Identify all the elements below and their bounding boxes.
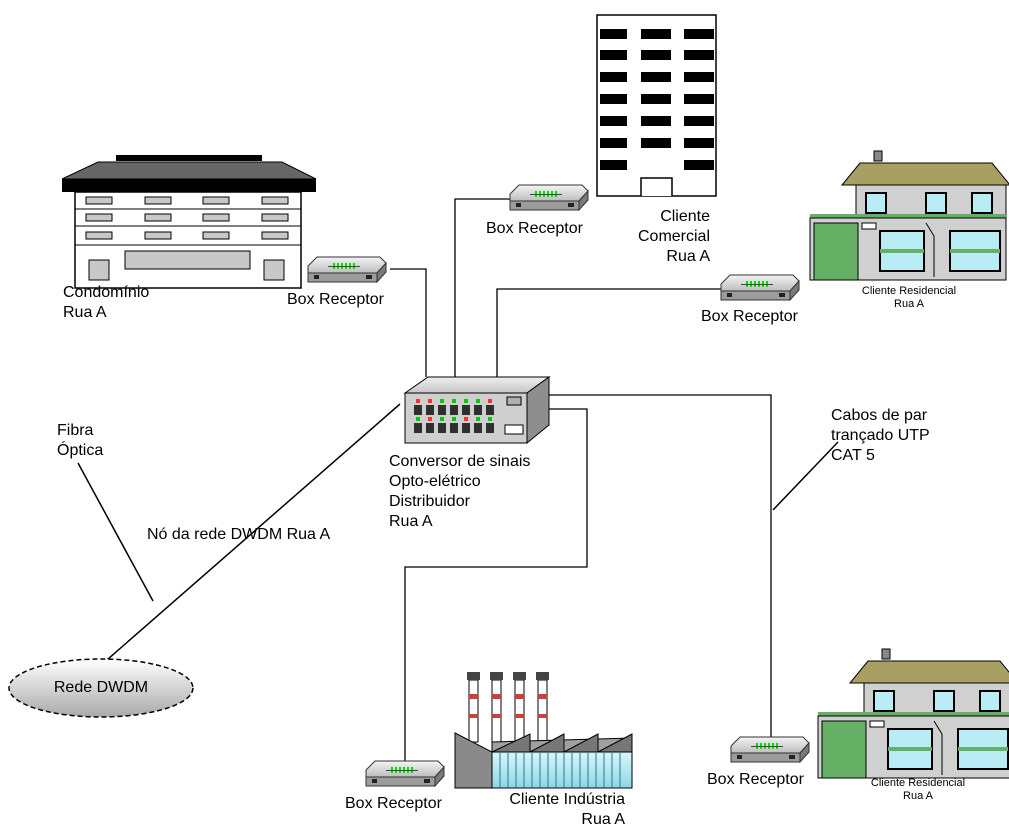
label-box-receptor-residencial-1: Box Receptor xyxy=(701,308,798,325)
residential-house-icon-2 xyxy=(817,648,1009,779)
label-conversor: Conversor de sinais Opto-elétrico Distri… xyxy=(389,453,531,530)
box-receptor-icon-comercial xyxy=(509,184,589,211)
label-box-receptor-comercial: Box Receptor xyxy=(486,220,583,237)
label-condominio: Condomínio Rua A xyxy=(63,284,150,321)
label-box-receptor-residencial-2: Box Receptor xyxy=(707,771,804,788)
label-cliente-residencial-2: Cliente Residencial Rua A xyxy=(870,777,966,802)
factory-icon xyxy=(454,672,633,789)
label-rede-dwdm: Rede DWDM xyxy=(53,679,149,696)
box-receptor-icon-condominio xyxy=(307,256,387,283)
connection-lines xyxy=(390,198,772,766)
box-receptor-icon-industria xyxy=(365,760,445,787)
condominium-building-icon xyxy=(61,155,317,289)
box-receptor-icon-residencial-1 xyxy=(720,274,800,301)
commercial-building-icon xyxy=(596,14,717,197)
label-cliente-industria: Cliente Indústria Rua A xyxy=(509,791,625,828)
label-fibra-optica: Fibra Óptica xyxy=(57,422,104,459)
residential-house-icon-1 xyxy=(809,150,1009,281)
box-receptor-icon-residencial-2 xyxy=(730,736,810,763)
label-cliente-residencial-1: Cliente Residencial Rua A xyxy=(861,285,957,310)
converter-switch-icon xyxy=(403,376,551,445)
label-no-dwdm: Nó da rede DWDM Rua A xyxy=(147,526,331,543)
label-cabos-utp: Cabos de par trançado UTP CAT 5 xyxy=(831,407,930,464)
fibre-lines xyxy=(77,403,839,674)
dwdm-cloud-icon xyxy=(8,658,194,718)
label-box-receptor-condominio: Box Receptor xyxy=(287,291,384,308)
label-box-receptor-industria: Box Receptor xyxy=(345,795,442,812)
label-cliente-comercial: Cliente Comercial Rua A xyxy=(637,208,710,265)
